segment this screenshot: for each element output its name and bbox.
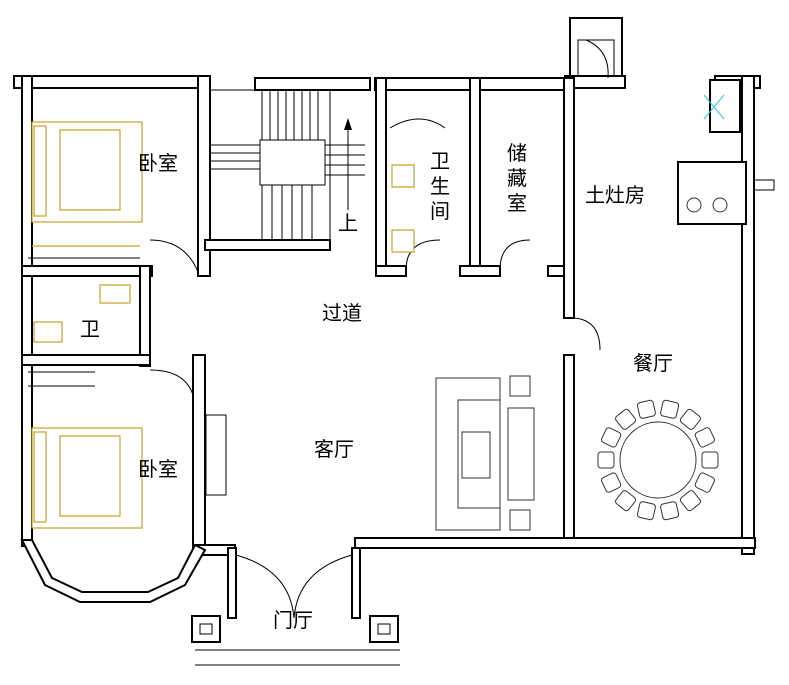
label-small-bath: 卫 bbox=[80, 317, 100, 341]
label-bathroom-1: 卫 bbox=[430, 149, 450, 173]
label-corridor: 过道 bbox=[322, 301, 362, 325]
label-storage-2: 藏 bbox=[507, 166, 527, 190]
fireplace bbox=[205, 414, 227, 496]
dining-chair bbox=[679, 408, 701, 430]
label-stair-up: 上 bbox=[338, 211, 358, 235]
dining-chair bbox=[597, 451, 615, 469]
label-living: 客厅 bbox=[314, 437, 354, 461]
dining-chair bbox=[600, 472, 622, 493]
dining-chair bbox=[660, 399, 680, 419]
dining-chair bbox=[694, 472, 716, 493]
label-kitchen: 土灶房 bbox=[585, 183, 645, 207]
label-foyer: 门厅 bbox=[273, 608, 313, 632]
chimney bbox=[569, 17, 623, 81]
stove bbox=[686, 94, 775, 213]
dining-chair bbox=[660, 501, 680, 521]
staircase bbox=[209, 89, 365, 241]
bed-top bbox=[28, 121, 143, 259]
sofa-set bbox=[435, 375, 535, 531]
label-bathroom-2: 生 bbox=[430, 174, 450, 198]
dining-chair bbox=[694, 427, 716, 448]
dining-chair bbox=[615, 490, 637, 512]
porch bbox=[191, 547, 400, 666]
label-storage-3: 室 bbox=[507, 191, 527, 215]
dining-chair bbox=[701, 451, 719, 469]
dining-chair bbox=[615, 408, 637, 430]
label-storage-1: 储 bbox=[507, 141, 527, 165]
bed-bottom bbox=[28, 371, 143, 529]
dining-chair bbox=[636, 399, 656, 419]
bay-window bbox=[20, 539, 207, 603]
bath-fixtures bbox=[33, 118, 446, 343]
dining-table bbox=[597, 399, 719, 521]
label-bathroom-3: 间 bbox=[430, 199, 450, 223]
label-bedroom-bottom: 卧室 bbox=[138, 457, 178, 481]
label-dining: 餐厅 bbox=[633, 351, 673, 375]
round-table bbox=[619, 421, 697, 499]
dining-chair bbox=[600, 427, 622, 448]
dining-chair bbox=[636, 501, 656, 521]
dining-chair bbox=[679, 490, 701, 512]
label-bedroom-top: 卧室 bbox=[138, 151, 178, 175]
